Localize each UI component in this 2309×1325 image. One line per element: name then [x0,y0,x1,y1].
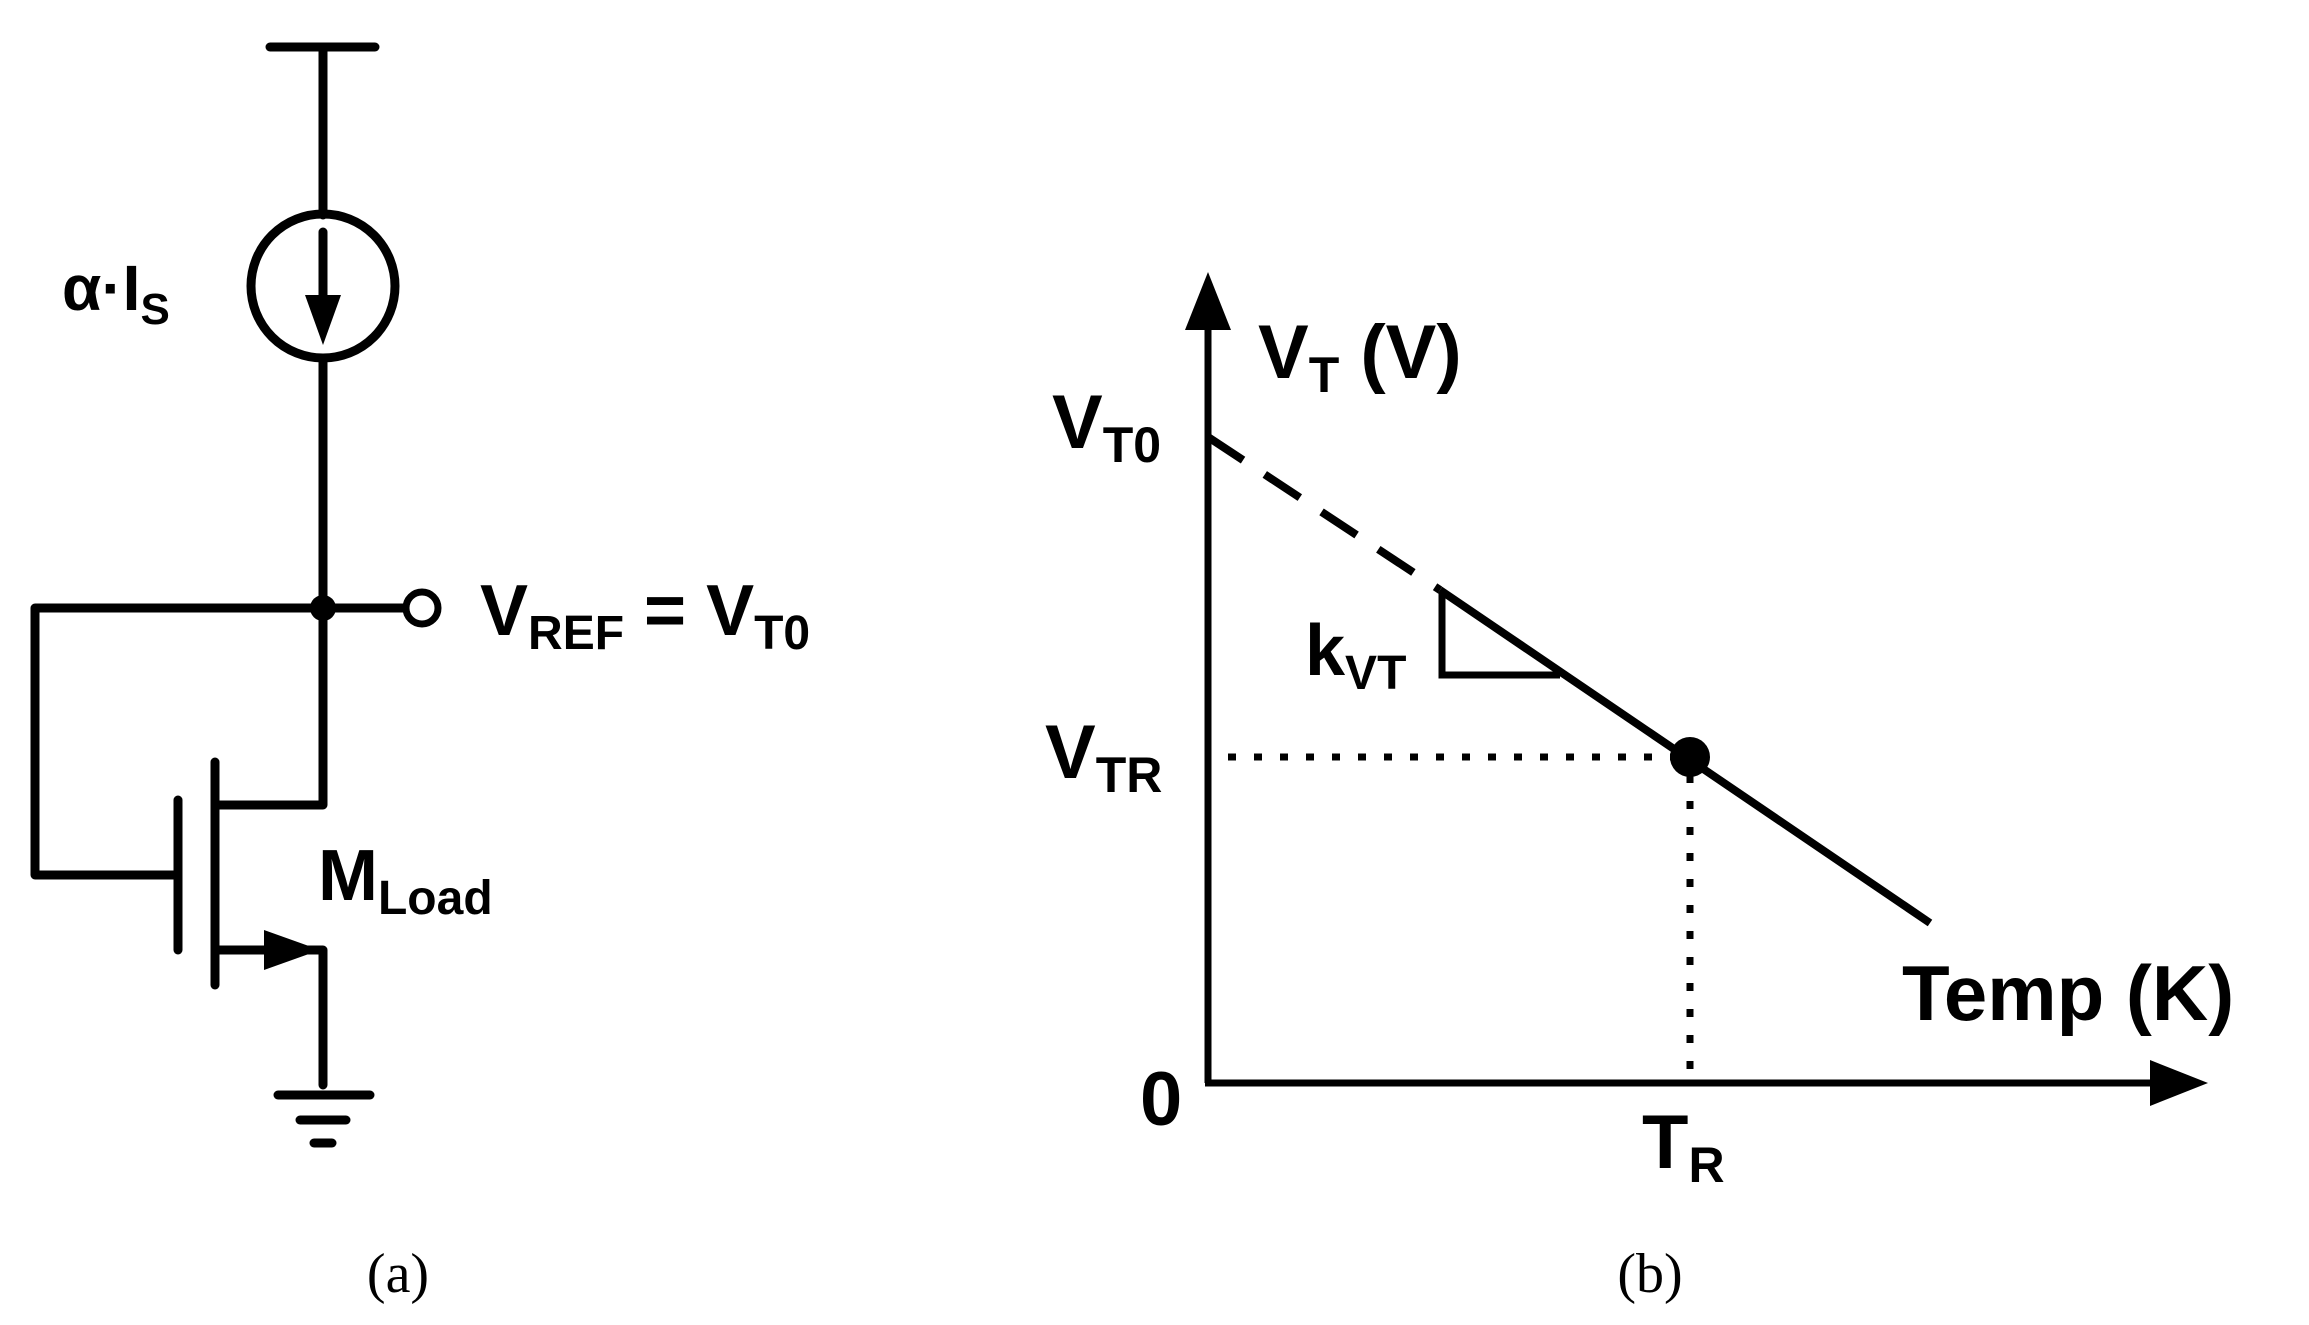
vref-label: VREF = VT0 [480,571,810,660]
vt0-label: VT0 [1052,380,1161,473]
x-axis-label: Temp (K) [1902,949,2234,1037]
reference-point [1670,737,1710,777]
vt-extrapolation-line [1205,433,1443,594]
output-terminal [402,588,442,628]
circuit-panel [30,42,442,1148]
caption-a: (a) [367,1243,429,1305]
tr-label: TR [1642,1100,1725,1193]
y-axis-label: VT (V) [1258,310,1462,403]
graph-panel [1185,272,2208,1106]
current-source-label: α·IS [62,252,170,334]
caption-b: (b) [1617,1243,1682,1305]
slope-label: kVT [1305,611,1406,700]
y-axis-arrow-icon [1185,272,1231,330]
current-source-arrow-icon [305,295,341,345]
slope-triangle [1438,592,1560,679]
source-wire [210,945,328,1090]
vtr-label: VTR [1045,710,1162,803]
source-arrow-icon [264,930,320,970]
drain-wire [210,603,328,810]
mload-label: MLoad [318,836,493,925]
origin-label: 0 [1140,1057,1182,1142]
gate-feedback-wire [30,603,328,880]
x-axis-arrow-icon [2150,1060,2208,1106]
